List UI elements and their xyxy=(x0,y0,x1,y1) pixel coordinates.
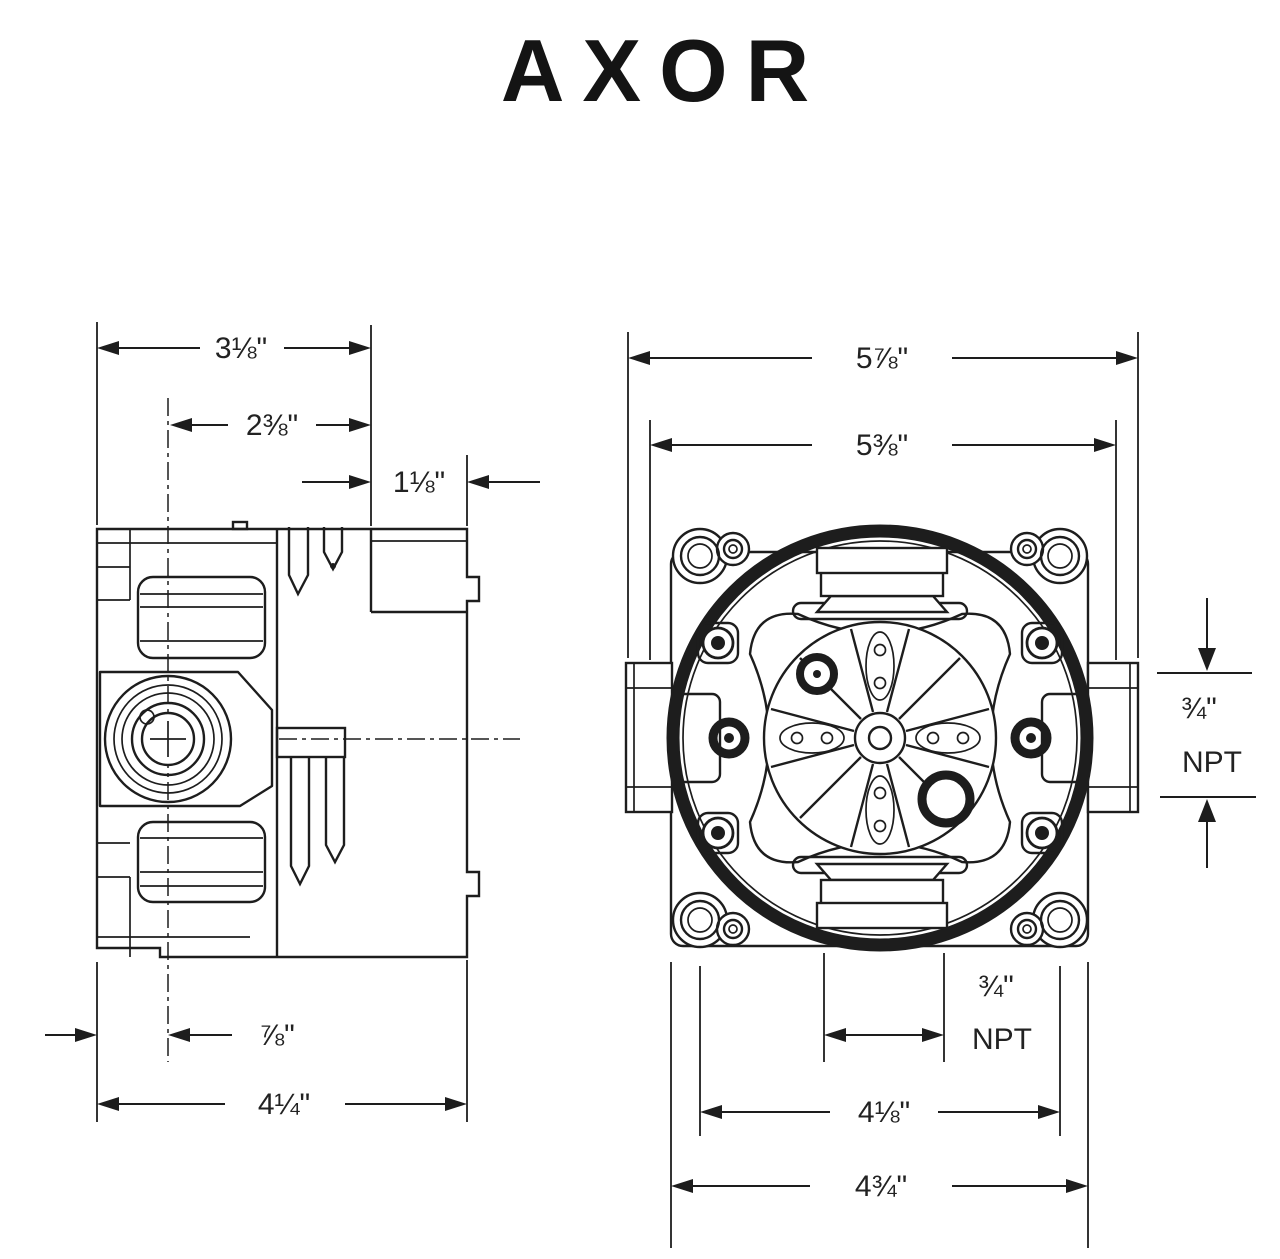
port-bottom xyxy=(136,820,267,904)
dim-front-hole-spacing-label: 4⅛" xyxy=(858,1096,910,1129)
dim-side-center-to-face-label: 2⅜" xyxy=(246,409,298,442)
screw-hole-top-right xyxy=(1025,626,1059,660)
ear-bottom-right xyxy=(1009,891,1089,949)
ear-top-right xyxy=(1009,527,1089,585)
side-bolt-left xyxy=(708,717,750,759)
dim-bottom-port-thread-label: NPT xyxy=(972,1023,1032,1056)
front-view-body xyxy=(624,524,1140,952)
pilot-hole xyxy=(796,653,838,695)
valve-body-outline xyxy=(95,527,481,959)
dim-front-plate-width-label: 4¾" xyxy=(855,1170,907,1203)
dim-right-port-npt: ¾" NPT xyxy=(1157,598,1256,868)
cartridge-wheel xyxy=(762,620,998,856)
dim-side-center-to-face: 2⅜" xyxy=(170,409,371,442)
dim-side-wall-to-center: ⅞" xyxy=(45,1019,295,1052)
cartridge-housing xyxy=(98,670,274,808)
brand-logo: AXOR xyxy=(501,21,827,120)
screw-hole-bottom-left xyxy=(701,816,735,850)
clip-prongs xyxy=(275,527,347,887)
ear-top-left xyxy=(671,527,751,585)
side-tab-left xyxy=(624,661,674,814)
side-tab-right xyxy=(1086,661,1140,814)
dim-front-hole-spacing: 4⅛" xyxy=(700,1096,1060,1129)
port-block-bottom xyxy=(791,855,969,930)
dim-side-overall-depth: 4¼" xyxy=(97,1088,467,1121)
screw-hole-top-left xyxy=(701,626,735,660)
dim-front-body-width-label: 5⅜" xyxy=(856,429,908,462)
outlet-plug xyxy=(917,770,975,828)
screw-hole-bottom-right xyxy=(1025,816,1059,850)
dim-bottom-port-npt: ¾" NPT xyxy=(824,970,1032,1056)
side-bolt-right xyxy=(1010,717,1052,759)
top-tab xyxy=(231,520,249,531)
dim-front-overall-width: 5⅞" xyxy=(628,342,1138,375)
dim-right-port-size-label: ¾" xyxy=(1181,692,1217,725)
dim-front-plate-width: 4¾" xyxy=(671,1170,1088,1203)
port-top xyxy=(136,575,267,660)
cartridge-circles xyxy=(103,674,233,804)
side-view-drawing: 3⅛" 2⅜" 1⅛" ⅞" xyxy=(45,322,540,1122)
dim-right-port-thread-label: NPT xyxy=(1182,746,1242,779)
port-block-top xyxy=(791,546,969,621)
clip-bracket xyxy=(275,726,347,759)
ear-bottom-left xyxy=(671,891,751,949)
dim-side-overall-width-label: 3⅛" xyxy=(215,332,267,365)
dim-front-body-width: 5⅜" xyxy=(650,429,1116,462)
dim-side-housing-depth: 1⅛" xyxy=(302,466,540,499)
dim-side-overall-depth-label: 4¼" xyxy=(258,1088,310,1121)
front-view-drawing: 5⅞" 5⅜" ¾" NPT ¾" NPT xyxy=(624,332,1256,1248)
corner-ears xyxy=(671,527,1089,949)
hub-center-hole xyxy=(867,725,893,751)
dim-front-overall-width-label: 5⅞" xyxy=(856,342,908,375)
flange-ticks xyxy=(97,529,131,957)
dim-side-wall-to-center-label: ⅞" xyxy=(259,1019,295,1052)
side-view-body xyxy=(95,520,481,959)
dim-side-housing-depth-label: 1⅛" xyxy=(393,466,445,499)
mounting-screws xyxy=(696,621,1064,855)
dim-side-overall-width: 3⅛" xyxy=(97,332,371,365)
dim-bottom-port-size-label: ¾" xyxy=(978,970,1014,1003)
outer-seal-ring xyxy=(666,524,1094,952)
front-view-extension-lines xyxy=(627,332,1139,1248)
wheel-slots xyxy=(779,631,981,845)
